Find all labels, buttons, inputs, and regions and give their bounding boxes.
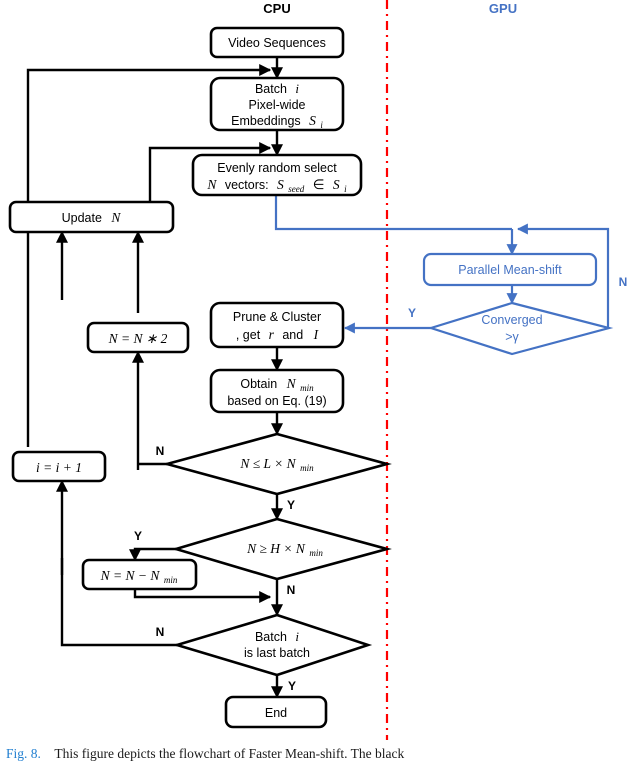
- header-gpu: GPU: [489, 1, 517, 16]
- node-parallel-mean-shift[interactable]: Parallel Mean-shift: [422, 252, 598, 287]
- decision3-no-label: N: [156, 625, 165, 639]
- node-batch-line1: Batch i: [255, 80, 299, 97]
- node-update-n-label: Update N: [62, 209, 122, 226]
- node-n-minus-nmin-label: N = N − N min: [100, 567, 178, 585]
- decision-n-le-l-nmin-shape: [162, 432, 392, 496]
- decision1-yes-label: Y: [287, 498, 295, 512]
- decision2-no-label: N: [287, 583, 296, 597]
- decision-converged-line2: >γ: [505, 330, 519, 344]
- edge-select-to-gpu: [274, 195, 512, 231]
- node-update-n[interactable]: Update N: [8, 200, 175, 234]
- node-obtain-nmin-shape: [209, 368, 345, 414]
- caption-body: This figure depicts the flowchart of Fas…: [40, 746, 405, 761]
- decision-last-batch-shape: [172, 613, 373, 677]
- node-update-n-shape: [8, 200, 175, 234]
- decision-n-ge-h-nmin[interactable]: N ≥ H × N min Y N: [134, 517, 392, 597]
- node-n-times-2-label: N = N ∗ 2: [108, 331, 168, 346]
- node-obtain-line2: based on Eq. (19): [227, 394, 326, 408]
- node-prune-line2: , get r and I: [236, 326, 320, 343]
- decision3-line2: is last batch: [244, 646, 310, 660]
- node-select-line2: N vectors: S seed ∈ S i: [206, 176, 347, 196]
- node-n-times-2[interactable]: N = N ∗ 2: [86, 321, 190, 354]
- node-video-sequences-shape: [209, 26, 345, 59]
- caption-line: Fig. 8. This figure depicts the flowchar…: [0, 744, 640, 764]
- figure-caption: Fig. 8. This figure depicts the flowchar…: [0, 744, 640, 764]
- node-batch-embeddings[interactable]: Batch i Pixel-wide Embeddings S i: [209, 76, 345, 132]
- decision-converged-shape: [427, 301, 614, 356]
- node-video-sequences-label: Video Sequences: [228, 36, 326, 50]
- node-i-increment-shape: [11, 450, 107, 483]
- edge-converged-no-loop: [516, 223, 610, 328]
- decision1-no-label: N: [156, 444, 165, 458]
- edge-nminus-to-junction: [133, 589, 272, 603]
- decision-n-le-l-nmin[interactable]: N ≤ L × N min N Y: [156, 432, 392, 512]
- node-batch-line3: Embeddings S i: [231, 112, 323, 130]
- node-parallel-mean-shift-shape: [422, 252, 598, 287]
- node-batch-embeddings-shape: [209, 76, 345, 132]
- edge-lastbatch-no: [56, 479, 185, 647]
- edge-decision2-yes: [129, 547, 184, 562]
- node-batch-line2: Pixel-wide: [249, 98, 306, 112]
- decision-converged-yes-label: Y: [408, 306, 416, 320]
- decision3-yes-label: Y: [288, 679, 296, 693]
- decision2-yes-label: Y: [134, 529, 142, 543]
- decision-converged-no-label: N: [619, 275, 628, 289]
- decision2-label: N ≥ H × N min: [246, 540, 323, 558]
- decision3-line1: Batch i: [255, 628, 299, 645]
- node-prune-cluster-shape: [209, 301, 345, 349]
- node-video-sequences[interactable]: Video Sequences: [209, 26, 345, 59]
- node-i-increment-label: i = i + 1: [36, 460, 82, 475]
- node-n-minus-nmin[interactable]: N = N − N min: [81, 558, 198, 591]
- node-end-label: End: [265, 706, 287, 720]
- decision-last-batch[interactable]: Batch i is last batch N Y: [156, 613, 373, 693]
- header-cpu: CPU: [263, 1, 290, 16]
- node-evenly-random-select-shape: [191, 153, 363, 197]
- decision-converged[interactable]: Converged >γ Y N: [408, 275, 628, 356]
- node-obtain-nmin[interactable]: Obtain N min based on Eq. (19): [209, 368, 345, 414]
- node-i-increment[interactable]: i = i + 1: [11, 450, 107, 483]
- node-end-shape: [224, 695, 328, 729]
- caption-tag: Fig. 8.: [6, 746, 41, 761]
- edge-updaten-to-select: [148, 142, 272, 202]
- decision-converged-line1: Converged: [481, 313, 542, 327]
- node-obtain-line1: Obtain N min: [240, 375, 314, 393]
- node-parallel-mean-shift-label: Parallel Mean-shift: [458, 263, 562, 277]
- decision-n-ge-h-nmin-shape: [171, 517, 392, 581]
- node-n-minus-nmin-shape: [81, 558, 198, 591]
- node-prune-line1: Prune & Cluster: [233, 310, 321, 324]
- edge-iincrement-to-batch: [26, 64, 272, 447]
- decision1-label: N ≤ L × N min: [239, 455, 314, 473]
- node-n-times-2-shape: [86, 321, 190, 354]
- node-evenly-random-select[interactable]: Evenly random select N vectors: S seed ∈…: [191, 153, 363, 197]
- node-select-line1: Evenly random select: [217, 161, 337, 175]
- node-prune-cluster[interactable]: Prune & Cluster , get r and I: [209, 301, 345, 349]
- node-end[interactable]: End: [224, 695, 328, 729]
